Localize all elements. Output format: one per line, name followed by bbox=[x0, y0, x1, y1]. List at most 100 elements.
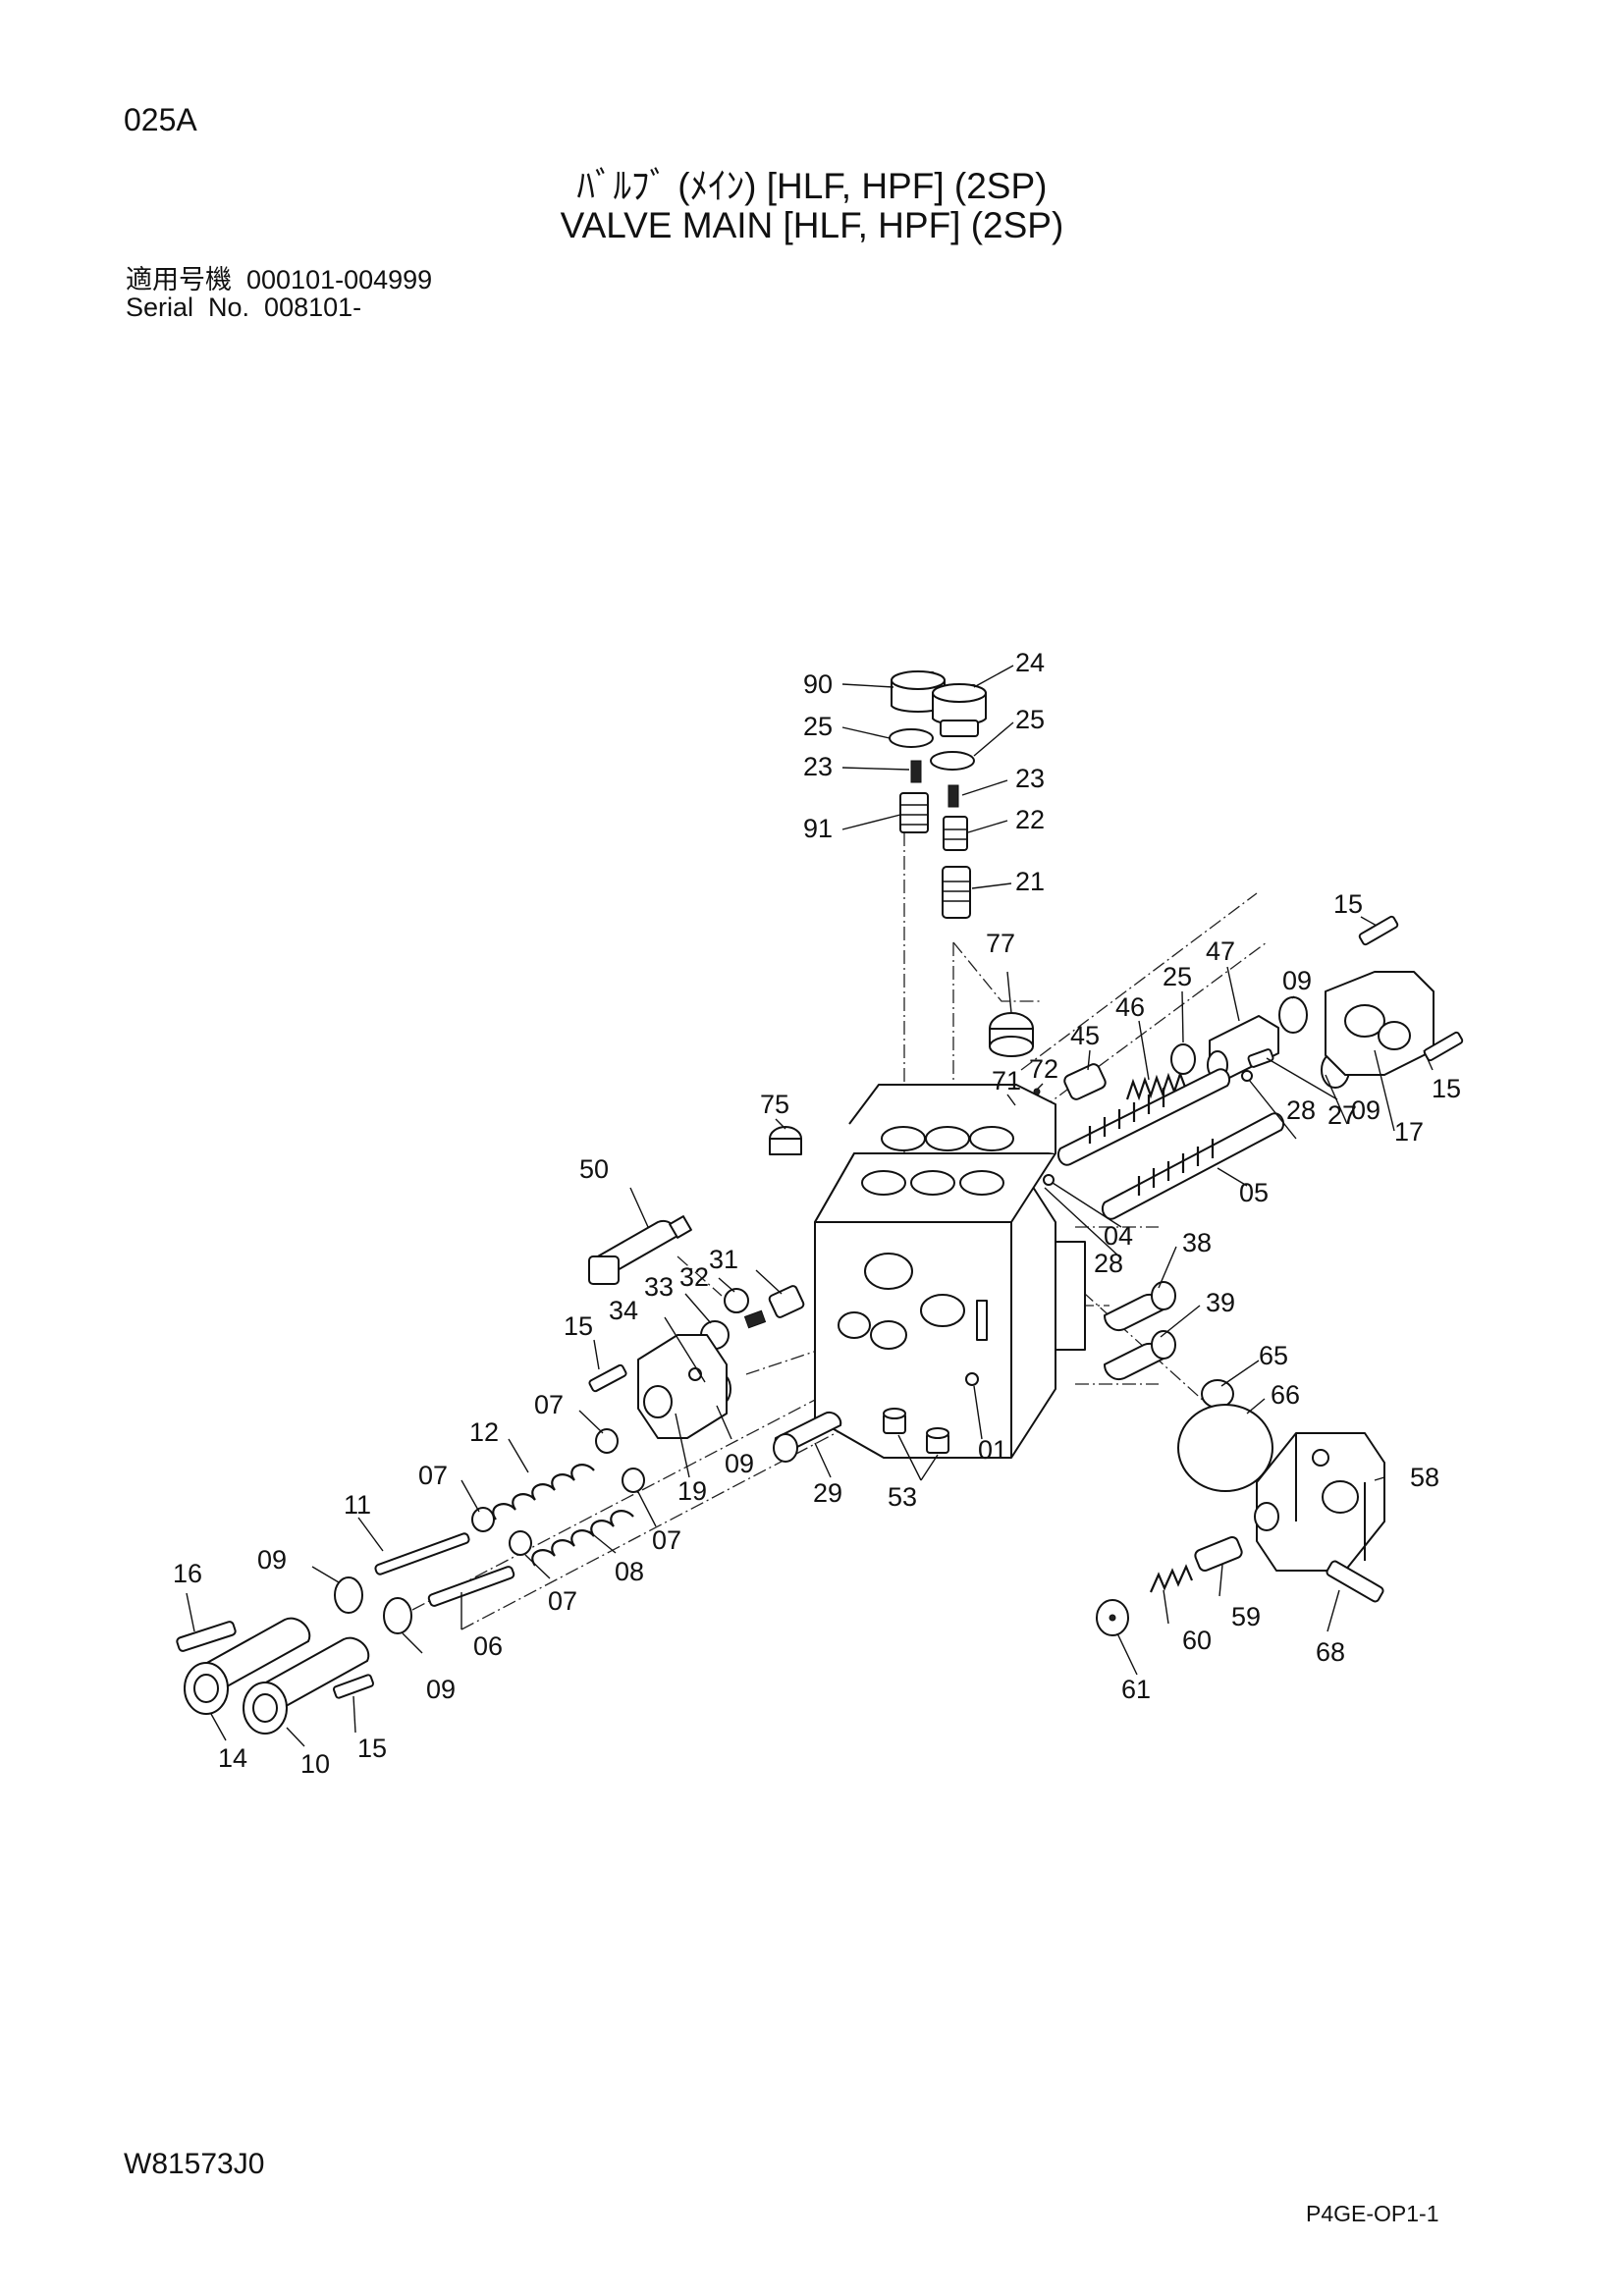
callout-label: 77 bbox=[986, 929, 1015, 958]
cap-14 bbox=[184, 1617, 311, 1715]
valve-body-01 bbox=[814, 1084, 1086, 1459]
callout-label: 09 bbox=[426, 1675, 456, 1704]
poppet-91 bbox=[899, 792, 929, 833]
cap-77 bbox=[989, 1012, 1034, 1057]
o-ring-25-left bbox=[889, 728, 934, 748]
title-english: VALVE MAIN [HLF, HPF] (2SP) bbox=[560, 205, 1064, 245]
o-ring-09-upper bbox=[1278, 996, 1308, 1034]
callout-label: 07 bbox=[548, 1586, 577, 1616]
spring-23-left bbox=[910, 760, 922, 783]
callout-label: 15 bbox=[357, 1734, 387, 1763]
callout-label: 31 bbox=[709, 1245, 738, 1274]
callout-label: 90 bbox=[803, 669, 833, 699]
washer-07-upper bbox=[595, 1428, 619, 1454]
callout-label: 15 bbox=[1333, 889, 1363, 919]
callout-label: 27 bbox=[1327, 1100, 1357, 1130]
bolt-68 bbox=[1326, 1560, 1384, 1603]
relief-50 bbox=[588, 1215, 692, 1285]
valve-21 bbox=[942, 866, 971, 919]
ball-28-upper bbox=[1241, 1070, 1253, 1082]
callout-label: 07 bbox=[652, 1525, 681, 1555]
cap-10 bbox=[243, 1636, 370, 1735]
o-ring-32 bbox=[724, 1288, 749, 1313]
callout-label: 08 bbox=[615, 1557, 644, 1586]
callout-label: 07 bbox=[534, 1390, 564, 1419]
o-ring-65 bbox=[1201, 1379, 1234, 1409]
callout-labels: 90 24 25 25 23 23 91 22 21 77 47 15 46 2… bbox=[173, 648, 1461, 1779]
callout-label: 65 bbox=[1259, 1341, 1288, 1370]
callout-label: 47 bbox=[1206, 936, 1235, 966]
bolt-15-upper bbox=[1358, 915, 1399, 946]
callout-label: 28 bbox=[1286, 1095, 1316, 1125]
o-ring-09-cap-lower bbox=[383, 1597, 412, 1634]
callout-label: 53 bbox=[888, 1482, 917, 1512]
o-ring-09-cap-upper bbox=[334, 1576, 363, 1614]
left-parts bbox=[176, 1215, 949, 1735]
callout-label: 21 bbox=[1015, 867, 1045, 896]
plug-53-right bbox=[926, 1427, 949, 1454]
cover-17 bbox=[1325, 971, 1435, 1076]
callout-label: 60 bbox=[1182, 1626, 1212, 1655]
callout-label: 14 bbox=[218, 1743, 247, 1773]
callout-label: 23 bbox=[1015, 764, 1045, 793]
plug-61 bbox=[1096, 1599, 1129, 1636]
callout-label: 25 bbox=[803, 712, 833, 741]
bolt-15-left bbox=[588, 1363, 627, 1393]
callout-label: 29 bbox=[813, 1478, 842, 1508]
bolt-27 bbox=[1247, 1048, 1274, 1068]
callout-label: 07 bbox=[418, 1461, 448, 1490]
callout-label: 15 bbox=[564, 1311, 593, 1341]
rod-11 bbox=[374, 1532, 470, 1575]
callout-label: 04 bbox=[1104, 1221, 1133, 1251]
callout-label: 58 bbox=[1410, 1463, 1439, 1492]
spring-46 bbox=[1125, 1070, 1188, 1101]
callout-label: 91 bbox=[803, 814, 833, 843]
rod-06 bbox=[427, 1566, 515, 1607]
o-ring-25-right bbox=[930, 751, 975, 771]
sleeve-45 bbox=[1063, 1063, 1107, 1100]
sheet-code: P4GE-OP1-1 bbox=[1306, 2201, 1439, 2226]
callout-label: 01 bbox=[978, 1435, 1007, 1465]
callout-label: 75 bbox=[760, 1090, 789, 1119]
bolt-16 bbox=[176, 1621, 237, 1652]
callout-label: 38 bbox=[1182, 1228, 1212, 1257]
callout-label: 72 bbox=[1029, 1054, 1058, 1084]
callout-label: 68 bbox=[1316, 1637, 1345, 1667]
relief-38 bbox=[1104, 1281, 1176, 1331]
spool-04 bbox=[1056, 1068, 1231, 1166]
washer-07-lower bbox=[622, 1468, 645, 1493]
callout-label: 06 bbox=[473, 1631, 503, 1661]
callout-label: 16 bbox=[173, 1559, 202, 1588]
callout-label: 33 bbox=[644, 1272, 674, 1302]
washer-07-bottom bbox=[509, 1530, 532, 1556]
cap-75 bbox=[769, 1126, 802, 1155]
callout-label: 22 bbox=[1015, 805, 1045, 834]
leader-lines bbox=[186, 665, 1434, 1747]
piston-59 bbox=[1194, 1535, 1243, 1573]
callout-label: 05 bbox=[1239, 1178, 1269, 1207]
serial-number: Serial No. 008101- bbox=[126, 293, 362, 322]
plug-90 bbox=[891, 670, 946, 713]
callout-label: 15 bbox=[1432, 1074, 1461, 1103]
callout-label: 61 bbox=[1121, 1675, 1151, 1704]
spring-60 bbox=[1149, 1564, 1194, 1593]
poppet-22 bbox=[943, 816, 968, 851]
washer-07-left bbox=[471, 1507, 495, 1532]
callout-label: 25 bbox=[1015, 705, 1045, 734]
ball-28-lower bbox=[1043, 1174, 1055, 1186]
callout-label: 50 bbox=[579, 1154, 609, 1184]
spring-23-right bbox=[947, 784, 959, 808]
callout-label: 59 bbox=[1231, 1602, 1261, 1631]
callout-label: 71 bbox=[992, 1066, 1021, 1095]
callout-label: 11 bbox=[344, 1490, 371, 1520]
cover-19 bbox=[637, 1334, 728, 1439]
callout-label: 09 bbox=[257, 1545, 287, 1575]
callout-label: 46 bbox=[1115, 992, 1145, 1022]
callout-label: 28 bbox=[1094, 1249, 1123, 1278]
callout-label: 39 bbox=[1206, 1288, 1235, 1317]
callout-label: 23 bbox=[803, 752, 833, 781]
o-ring-66 bbox=[1177, 1404, 1273, 1492]
cover-58 bbox=[1254, 1432, 1385, 1572]
plug-53-left bbox=[883, 1408, 906, 1434]
